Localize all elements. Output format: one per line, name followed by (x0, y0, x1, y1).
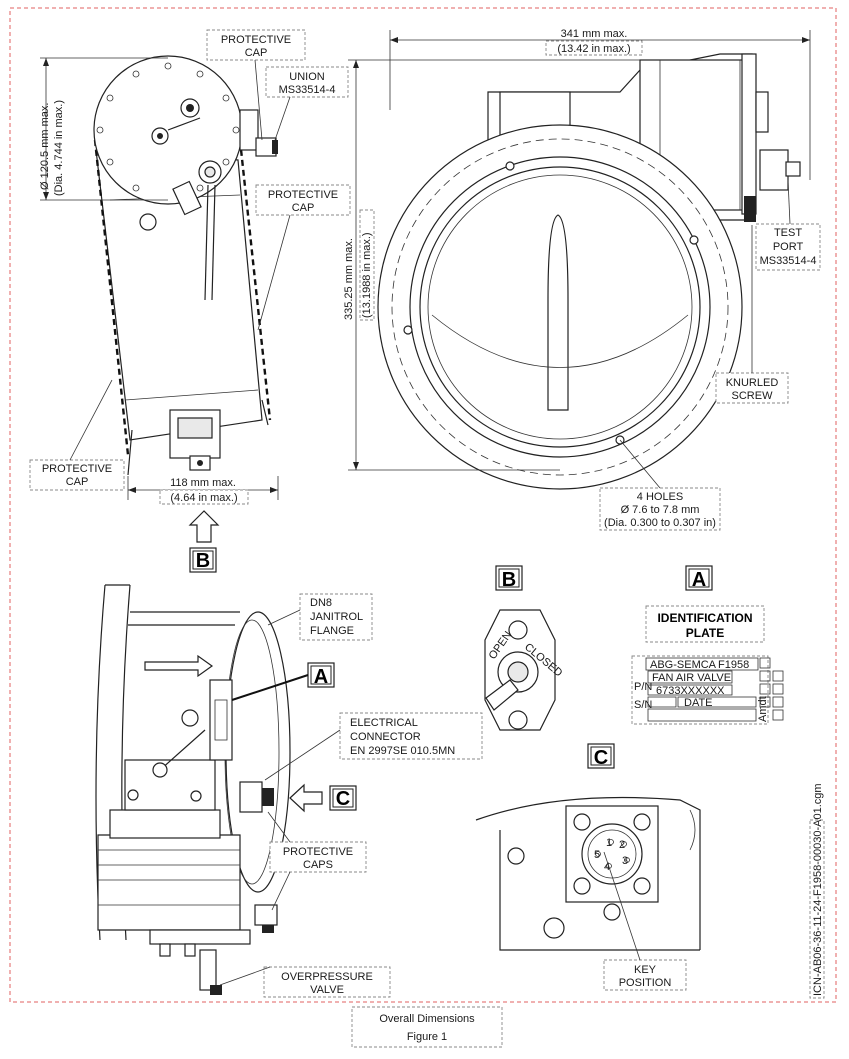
svg-text:PROTECTIVE: PROTECTIVE (42, 463, 112, 475)
svg-text:PROTECTIVE: PROTECTIVE (283, 846, 353, 858)
callout-knurled-screw: KNURLED SCREW (715, 225, 789, 404)
svg-text:MS33514-4: MS33514-4 (760, 255, 817, 267)
svg-text:UNION: UNION (289, 71, 325, 83)
connector-pins: 1 2 3 4 5 (594, 837, 630, 873)
plate-part: F1958 (718, 659, 749, 671)
identification-plate-title-2: PLATE (686, 626, 724, 640)
plate-amdt-label: Amdt (757, 696, 769, 722)
svg-text:CONNECTOR: CONNECTOR (350, 731, 421, 743)
svg-text:OVERPRESSURE: OVERPRESSURE (281, 971, 373, 983)
svg-text:JANITROL: JANITROL (310, 611, 363, 623)
svg-text:ICN-AB06-36-11-24-F1958-00030-: ICN-AB06-36-11-24-F1958-00030-A01.cgm (812, 783, 824, 996)
icn-code: ICN-AB06-36-11-24-F1958-00030-A01.cgm (809, 783, 825, 999)
view-letter-c-arrow: C (336, 788, 350, 810)
detail-b: B OPEN CLOSED (484, 565, 564, 731)
callout-protective-cap-top: PROTECTIVE CAP (206, 29, 306, 141)
svg-text:CAP: CAP (292, 202, 315, 214)
callout-protective-cap-left: PROTECTIVE CAP (29, 379, 125, 491)
callout-holes: 4 HOLES Ø 7.6 to 7.8 mm (Dia. 0.300 to 0… (599, 439, 721, 531)
depth-dim-line-1: 118 mm max. (170, 477, 236, 489)
height-dim-line-2: (13.1988 in max.) (361, 232, 373, 318)
svg-text:PORT: PORT (773, 241, 804, 253)
plate-maker: ABG-SEMCA (650, 659, 717, 671)
plate-name: FAN AIR VALVE (652, 672, 731, 684)
svg-text:VALVE: VALVE (310, 984, 344, 996)
view-a-marker: A (231, 662, 335, 701)
pin-1: 1 (606, 837, 612, 849)
svg-text:Ø 7.6 to 7.8 mm: Ø 7.6 to 7.8 mm (621, 504, 700, 516)
detail-a: A IDENTIFICATION PLATE ABG-SEMCA F1958 F… (631, 565, 784, 725)
figure-caption: Overall Dimensions Figure 1 (351, 1006, 503, 1048)
svg-text:KEY: KEY (634, 964, 657, 976)
callout-flange: DN8 JANITROL FLANGE (267, 593, 373, 641)
width-dim-line-2: (13.42 in max.) (557, 43, 630, 55)
plate-pn-label: P/N (634, 681, 652, 693)
view-letter-a-marker: A (314, 666, 328, 688)
svg-text:FLANGE: FLANGE (310, 625, 354, 637)
height-dim-line-1: 335.25 mm max. (343, 238, 355, 320)
view-letter-a-detail: A (692, 569, 706, 591)
svg-text:CAPS: CAPS (303, 859, 333, 871)
width-dimension: 341 mm max. (13.42 in max.) (389, 28, 811, 180)
svg-text:POSITION: POSITION (619, 977, 672, 989)
drawing-frame (9, 7, 837, 1003)
view-letter-c-detail: C (594, 747, 608, 769)
diameter-dim-line-2: (Dia. 4.744 in max.) (53, 100, 65, 196)
svg-text:CAP: CAP (245, 47, 268, 59)
pin-5: 5 (594, 849, 600, 861)
svg-text:4 HOLES: 4 HOLES (637, 491, 683, 503)
side-view (93, 55, 278, 476)
callout-electrical-connector: ELECTRICAL CONNECTOR EN 2997SE 010.5MN (264, 712, 483, 781)
callout-key-position: KEY POSITION (603, 851, 687, 991)
diameter-dim-line-1: Ø 120.5 mm max. (39, 103, 51, 190)
pin-2: 2 (619, 839, 625, 851)
pin-4: 4 (604, 861, 610, 873)
caption-title: Overall Dimensions (379, 1013, 475, 1025)
detail-c: C 1 2 3 4 5 (475, 743, 701, 951)
identification-plate: ABG-SEMCA F1958 FAN AIR VALVE 6733XXXXXX… (631, 655, 784, 725)
height-dimension: 335.25 mm max. (13.1988 in max.) (343, 59, 640, 471)
callout-union: UNION MS33514-4 (265, 66, 349, 141)
svg-text:PROTECTIVE: PROTECTIVE (268, 189, 338, 201)
callout-protective-caps: PROTECTIVE CAPS (267, 811, 367, 911)
svg-text:KNURLED: KNURLED (726, 377, 779, 389)
svg-text:ELECTRICAL: ELECTRICAL (350, 717, 418, 729)
svg-text:CAP: CAP (66, 476, 89, 488)
isometric-view (95, 584, 291, 995)
svg-text:DN8: DN8 (310, 597, 332, 609)
callout-protective-cap-right: PROTECTIVE CAP (255, 184, 351, 331)
caption-figure: Figure 1 (407, 1031, 447, 1043)
width-dim-line-1: 341 mm max. (561, 28, 628, 40)
svg-text:MS33514-4: MS33514-4 (279, 84, 336, 96)
callout-test-port: TEST PORT MS33514-4 (755, 179, 821, 271)
svg-text:EN 2997SE 010.5MN: EN 2997SE 010.5MN (350, 745, 455, 757)
view-letter-b-arrow: B (196, 550, 210, 572)
callout-overpressure-valve: OVERPRESSURE VALVE (219, 966, 391, 998)
svg-text:SCREW: SCREW (732, 390, 774, 402)
depth-dimension: 118 mm max. (4.64 in max.) (127, 476, 279, 505)
view-c-arrow: C (289, 783, 357, 813)
svg-text:(Dia. 0.300 to 0.307 in): (Dia. 0.300 to 0.307 in) (604, 517, 716, 529)
pin-3: 3 (622, 855, 628, 867)
svg-text:TEST: TEST (774, 227, 802, 239)
diameter-dimension: Ø 120.5 mm max. (Dia. 4.744 in max.) (39, 57, 168, 201)
front-view (377, 53, 801, 490)
plate-pn-value: 6733XXXXXX (656, 685, 725, 697)
view-letter-b-detail: B (502, 569, 516, 591)
svg-text:PROTECTIVE: PROTECTIVE (221, 34, 291, 46)
view-b-arrow: B (188, 510, 220, 573)
depth-dim-line-2: (4.64 in max.) (170, 492, 237, 504)
plate-date-label: DATE (684, 697, 713, 709)
identification-plate-title-1: IDENTIFICATION (657, 611, 752, 625)
